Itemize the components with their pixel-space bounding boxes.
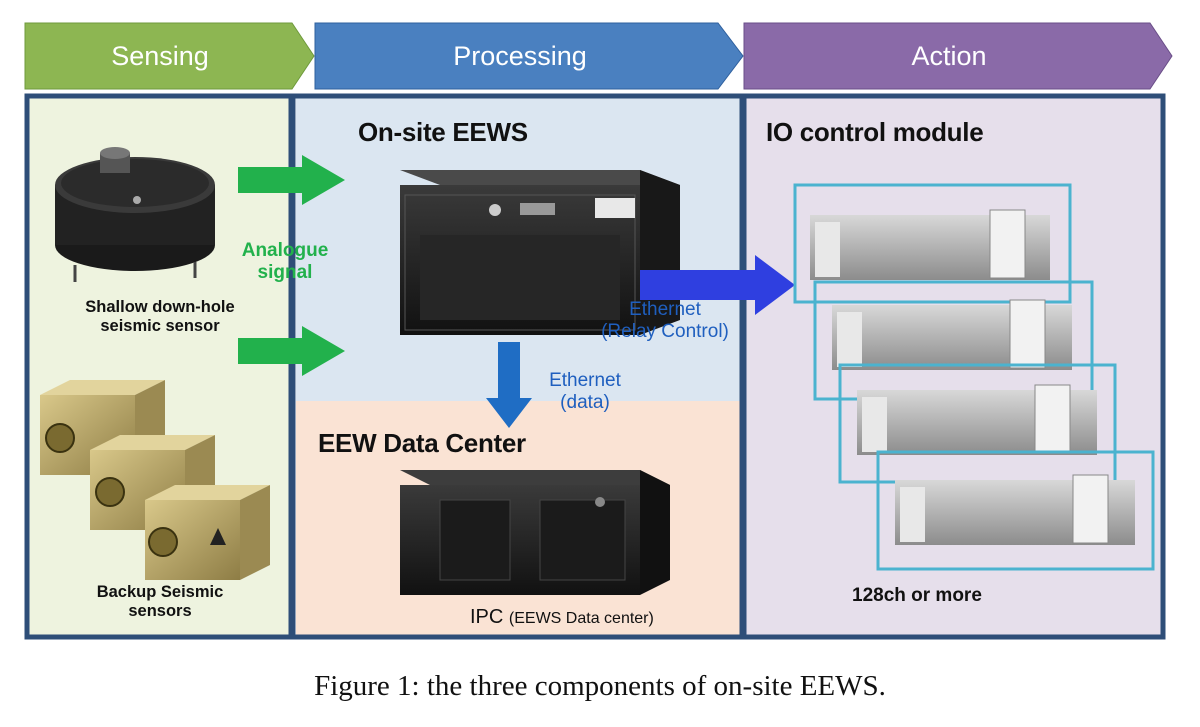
action-frame — [741, 93, 1166, 640]
io-modules-image — [793, 183, 1155, 571]
analogue-signal-label: Analogue signal — [220, 240, 350, 285]
backup-sensors-image — [40, 380, 270, 580]
phase-label-processing: Processing — [453, 41, 587, 71]
io-module-4 — [876, 450, 1155, 571]
ethernet-data-arrow — [486, 342, 532, 428]
phase-label-action: Action — [911, 41, 987, 71]
phase-arrow-action — [743, 22, 1173, 90]
ipc-label-main: IPC — [470, 606, 504, 628]
shallow-sensor-label-line1: Shallow down-hole — [85, 298, 235, 316]
ipc-image — [400, 470, 670, 595]
shallow-sensor-label: Shallow down-hole seismic sensor — [40, 298, 280, 337]
io-control-title: IO control module — [766, 117, 984, 147]
episensor-image — [55, 147, 215, 282]
onsite-eews-title: On-site EEWS — [358, 117, 528, 147]
analogue-signal-line1: Analogue — [241, 240, 329, 261]
io-module-3 — [838, 363, 1117, 484]
phase-arrow-processing — [314, 22, 744, 90]
analogue-signal-line2: signal — [257, 262, 313, 284]
ethernet-relay-arrow — [640, 255, 795, 315]
datacenter-title: EEW Data Center — [318, 428, 526, 458]
backup-sensor-label: Backup Seismic sensors — [40, 583, 280, 622]
analogue-arrow-top — [238, 155, 345, 205]
ethernet-data-line1: Ethernet — [549, 370, 621, 391]
ipc-label: IPC (EEWS Data center) — [470, 606, 654, 630]
backup-sensor-label-line1: Backup Seismic — [96, 583, 224, 601]
figure-caption: Figure 1: the three components of on-sit… — [314, 670, 886, 702]
phase-label-sensing: Sensing — [111, 41, 209, 71]
ethernet-data-line2: (data) — [560, 392, 610, 414]
phase-arrow-sensing — [24, 22, 315, 90]
backup-sensor-label-line2: sensors — [128, 602, 192, 621]
ipc-label-sub: (EEWS Data center) — [508, 610, 654, 627]
ethernet-relay-line2: (Relay Control) — [601, 321, 729, 343]
ethernet-relay-label: Ethernet (Relay Control) — [590, 299, 740, 344]
io-module-1 — [793, 183, 1072, 304]
shallow-sensor-label-line2: seismic sensor — [100, 317, 220, 336]
ethernet-data-label: Ethernet (data) — [520, 370, 650, 415]
analogue-arrow-bottom — [238, 326, 345, 376]
ethernet-relay-line1: Ethernet — [629, 299, 701, 320]
channel-count-label: 128ch or more — [852, 585, 982, 606]
